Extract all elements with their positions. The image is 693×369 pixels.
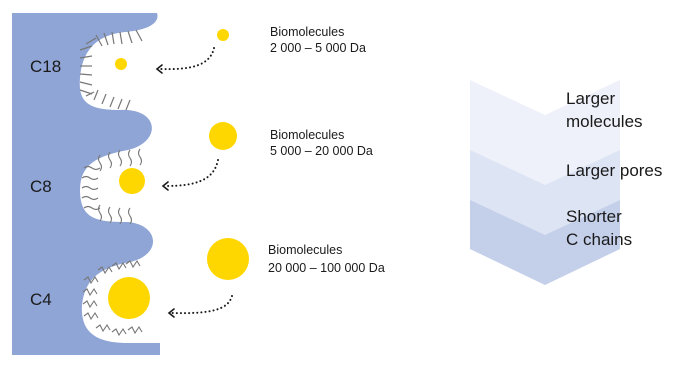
chevron-label-2-line1: Larger pores bbox=[566, 161, 662, 180]
chevron-label-1-line1: Larger bbox=[566, 89, 615, 108]
molecule-label-title-3: Biomolecules bbox=[268, 243, 342, 257]
molecule-free-large bbox=[207, 238, 249, 280]
molecule-free-small bbox=[217, 29, 229, 41]
molecule-label-title-1: Biomolecules bbox=[270, 25, 344, 39]
c8-chains bbox=[81, 148, 143, 225]
arrowhead-c4 bbox=[167, 308, 175, 318]
c18-chains bbox=[79, 29, 143, 111]
arrowheads bbox=[155, 64, 175, 318]
arrowhead-c18 bbox=[155, 64, 163, 74]
molecule-in-pore-c18 bbox=[115, 58, 127, 70]
molecule-in-pore-c4 bbox=[108, 277, 150, 319]
pore-label-c18: C18 bbox=[30, 57, 61, 76]
pore-label-c4: C4 bbox=[30, 290, 52, 309]
silica-support bbox=[12, 13, 160, 355]
chevron-label-3-line2: C chains bbox=[566, 230, 632, 249]
chevron-larger-molecules bbox=[470, 80, 620, 185]
molecule-in-pore-c8 bbox=[119, 168, 145, 194]
molecule-label-title-2: Biomolecules bbox=[270, 128, 344, 142]
molecule-label-range-2: 5 000 – 20 000 Da bbox=[270, 144, 373, 158]
chevron-label-1-line2: molecules bbox=[566, 112, 643, 131]
pore-label-c8: C8 bbox=[30, 177, 52, 196]
molecule-label-range-3: 20 000 – 100 000 Da bbox=[268, 261, 385, 275]
molecule-free-medium bbox=[209, 122, 237, 150]
arrows bbox=[159, 47, 233, 315]
c4-chains bbox=[82, 259, 143, 337]
arrow-c4 bbox=[171, 295, 233, 315]
arrow-c8 bbox=[165, 159, 219, 187]
arrowhead-c8 bbox=[161, 181, 169, 191]
chevron-label-3-line1: Shorter bbox=[566, 207, 622, 226]
arrow-c18 bbox=[159, 47, 215, 71]
molecule-label-range-1: 2 000 – 5 000 Da bbox=[270, 41, 366, 55]
